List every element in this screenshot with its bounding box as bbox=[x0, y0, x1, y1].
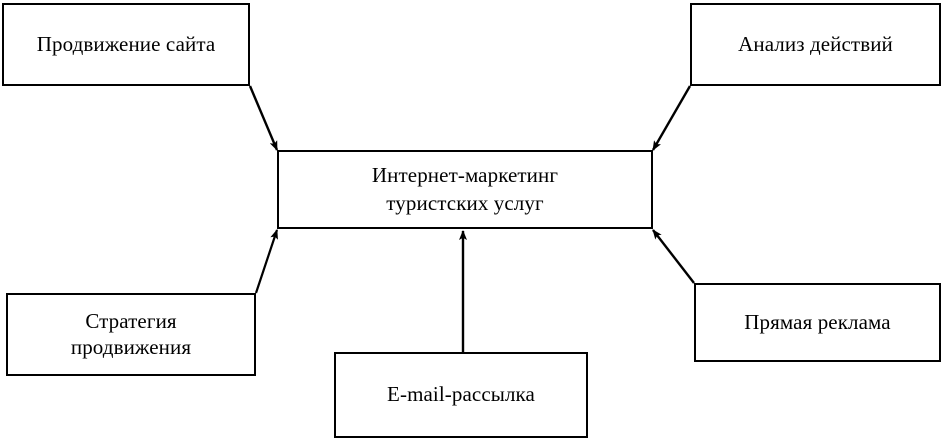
node-internet-marketing[interactable]: Интернет-маркетинг туристских услуг bbox=[277, 150, 653, 229]
node-direct-advertising-label: Прямая реклама bbox=[744, 309, 891, 334]
node-strategy-promotion[interactable]: Стратегия продвижения bbox=[6, 293, 256, 376]
node-direct-advertising[interactable]: Прямая реклама bbox=[694, 283, 941, 362]
connector-promotion-site-to-center bbox=[248, 85, 279, 151]
connector-analysis-actions-to-center bbox=[651, 85, 692, 151]
connector-direct-advertising-to-center bbox=[652, 229, 695, 284]
node-analysis-actions-label: Анализ действий bbox=[738, 31, 893, 56]
node-strategy-promotion-label: Стратегия продвижения bbox=[70, 308, 192, 359]
node-email-mailing[interactable]: E-mail-рассылка bbox=[334, 352, 588, 438]
node-internet-marketing-label: Интернет-маркетинг туристских услуг bbox=[371, 163, 559, 215]
node-promotion-site[interactable]: Продвижение сайта bbox=[2, 3, 250, 86]
node-promotion-site-label: Продвижение сайта bbox=[36, 31, 216, 56]
connector-strategy-promotion-to-center bbox=[254, 229, 279, 294]
node-email-mailing-label: E-mail-рассылка bbox=[387, 382, 535, 407]
node-analysis-actions[interactable]: Анализ действий bbox=[690, 3, 941, 86]
